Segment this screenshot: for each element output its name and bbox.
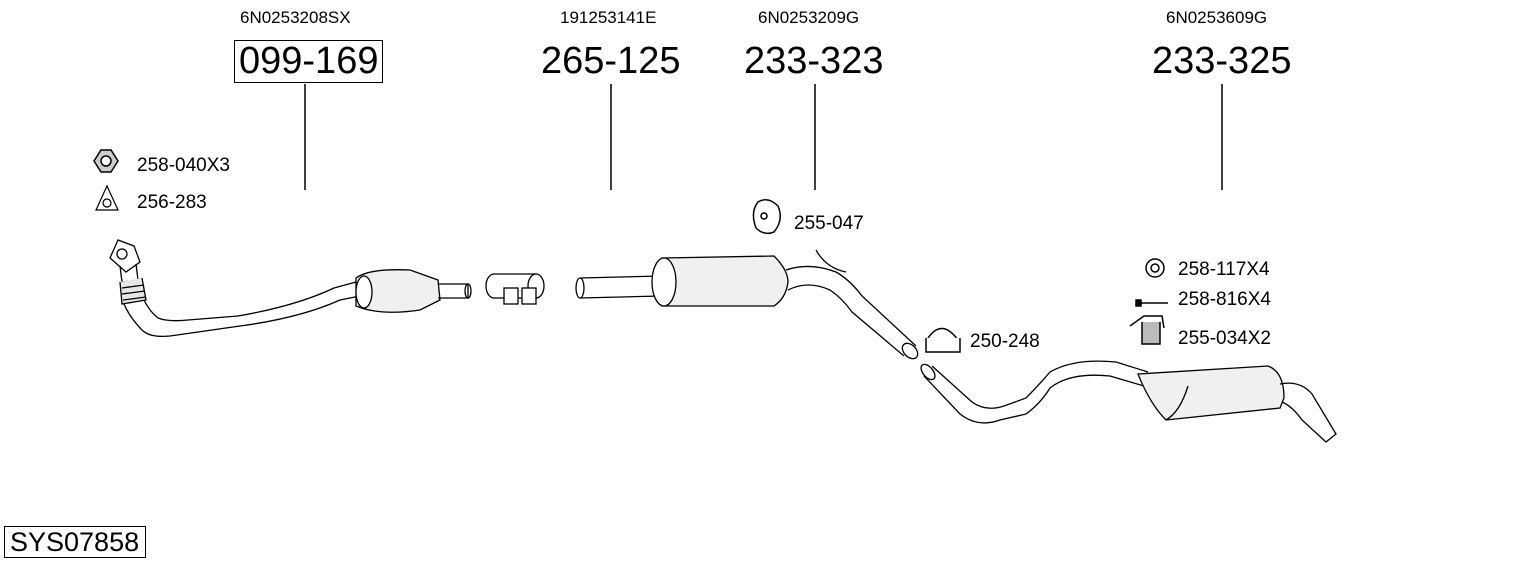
accessory-label-255-034X2[interactable]: 255-034X2 <box>1178 328 1271 349</box>
part-number-233-323[interactable]: 233-323 <box>744 40 884 82</box>
system-code: SYS07858 <box>4 526 147 559</box>
middle-silencer <box>575 255 789 307</box>
connecting-clamp <box>485 273 545 305</box>
accessory-label-255-047[interactable]: 255-047 <box>794 213 864 234</box>
part-number-099-169[interactable]: 099-169 <box>234 40 384 83</box>
accessory-label-258-816X4[interactable]: 258-816X4 <box>1178 289 1271 310</box>
mounting-bracket-icon <box>1129 315 1165 345</box>
oe-number-2: 191253141E <box>560 8 657 27</box>
intermediate-pipe <box>785 249 919 360</box>
clamp-icon <box>925 327 961 353</box>
oe-number-1: 6N0253208SX <box>240 8 351 27</box>
gasket-icon <box>95 184 119 211</box>
washer-icon <box>1145 258 1165 278</box>
accessory-label-250-248[interactable]: 250-248 <box>970 331 1040 352</box>
part-number-265-125[interactable]: 265-125 <box>541 40 681 82</box>
oe-number-3: 6N0253209G <box>758 8 860 27</box>
accessory-label-258-117X4[interactable]: 258-117X4 <box>1178 259 1270 280</box>
part-number-233-325[interactable]: 233-325 <box>1152 40 1292 82</box>
front-pipe-catalyst <box>109 239 472 338</box>
rear-silencer <box>920 360 1337 443</box>
oe-number-4: 6N0253609G <box>1166 8 1268 27</box>
bolt-icon <box>1135 299 1168 307</box>
accessory-label-256-283[interactable]: 256-283 <box>137 192 207 213</box>
rubber-hanger-icon <box>752 199 781 235</box>
accessory-label-258-040X3[interactable]: 258-040X3 <box>137 155 230 176</box>
hex-nut-icon <box>93 149 119 173</box>
